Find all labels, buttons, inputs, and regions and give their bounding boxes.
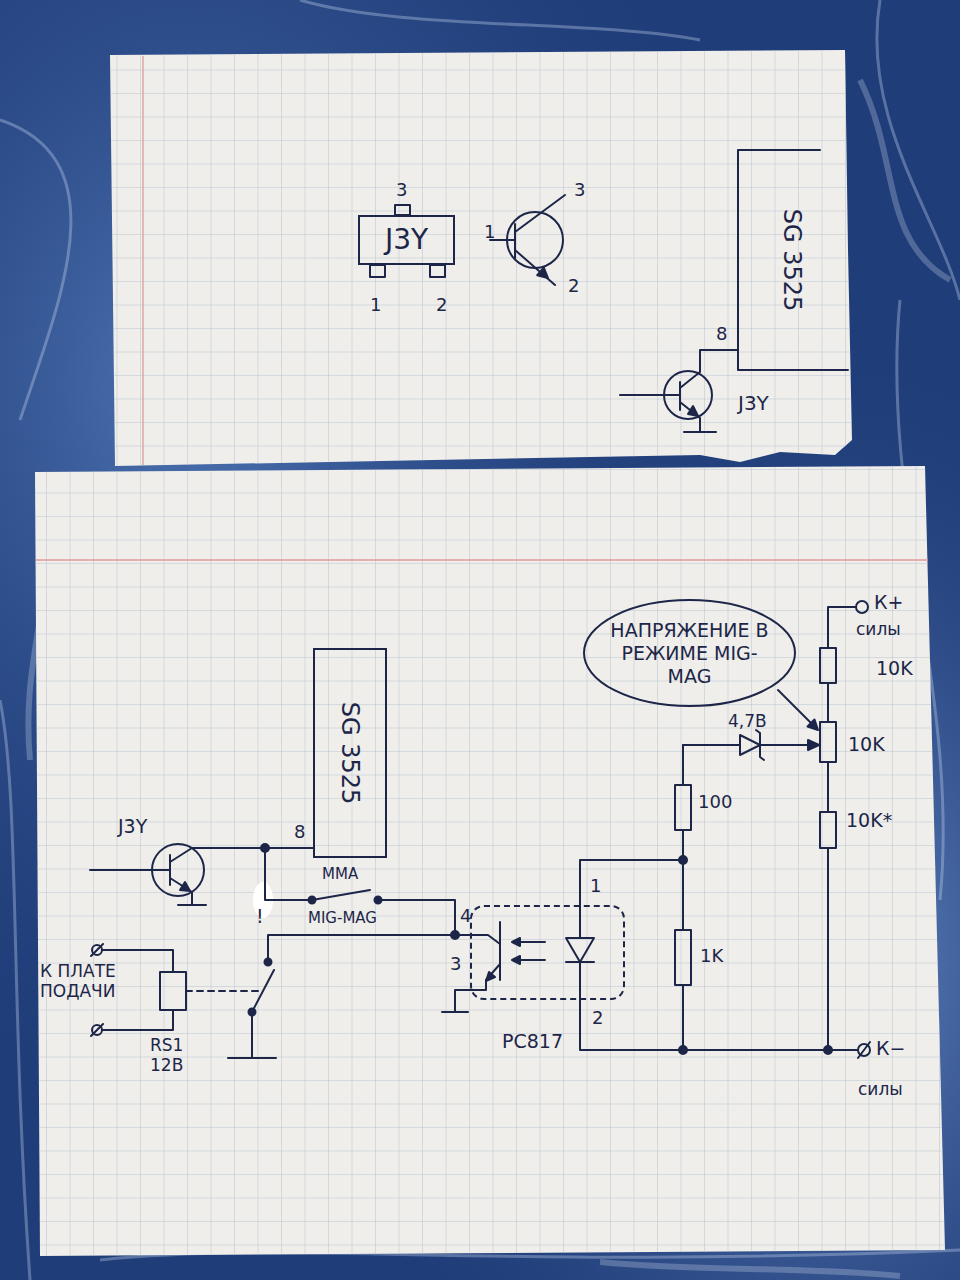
schematic-ink (512, 956, 520, 964)
component-label: RS1 12В (150, 1036, 202, 1075)
schematic-ink (688, 406, 698, 416)
paper-sheets (35, 466, 945, 1256)
node-text: НАПРЯЖЕНИЕ В РЕЖИМЕ MIG-MAG (607, 619, 772, 687)
paper-sheets (35, 50, 945, 1256)
schematic-ink (268, 935, 455, 962)
component-label: силы (858, 1080, 903, 1100)
callout-cloud: НАПРЯЖЕНИЕ В РЕЖИМЕ MIG-MAG (582, 598, 797, 708)
schematic-ink (820, 722, 836, 762)
component-label: 10K* (846, 810, 892, 832)
schematic-ink (856, 601, 868, 613)
component-label: К ПЛАТЕ ПОДАЧИ (40, 962, 132, 1001)
schematic-ink (160, 972, 186, 1010)
paper-sheets (35, 466, 945, 1256)
schematic-ink (537, 268, 548, 278)
pin-number: 2 (592, 1008, 603, 1029)
schematic-ink (486, 972, 495, 981)
schematic-ink (490, 195, 565, 285)
paper-sheets (110, 50, 852, 466)
pin-number: 2 (568, 276, 579, 297)
component-label: К− (876, 1038, 905, 1060)
component-label: MMA (322, 866, 358, 883)
schematic-ink (679, 1046, 687, 1054)
pin-number: 1 (370, 295, 381, 316)
component-label: 1K (700, 946, 723, 967)
component-label: J3Y (738, 392, 769, 415)
chip-package: J3Y (358, 215, 455, 265)
pin-number: 1 (484, 222, 495, 243)
schematic-ink (683, 730, 810, 760)
schematic-ink (580, 860, 858, 1050)
schematic-ink (261, 844, 269, 852)
schematic-ink (265, 959, 272, 966)
schematic-ink (512, 938, 520, 946)
optocoupler-box: PC817 (470, 905, 625, 1000)
schematic-ink (395, 205, 410, 215)
vertical-chip-name: SG 3525 (336, 702, 365, 805)
pin-number: 8 (294, 822, 305, 843)
component-label: 4,7В (728, 712, 767, 732)
schematic-ink (90, 848, 206, 905)
schematic-ink (808, 720, 819, 731)
schematic-ink (738, 150, 848, 370)
pin-number: 2 (436, 295, 447, 316)
node-text: J3Y (385, 223, 428, 257)
component-label: 10K (848, 734, 885, 756)
schematic-ink (228, 970, 276, 1058)
schematic-ink (186, 990, 258, 992)
component-label: 10K (876, 658, 913, 680)
pin-number: 8 (716, 324, 727, 345)
schematic-ink (820, 812, 836, 848)
pin-number: 3 (574, 180, 585, 201)
pin-number: ! (256, 906, 264, 928)
schematic-ink (808, 740, 819, 750)
schematic-ink (620, 350, 738, 432)
component-label: 100 (698, 792, 732, 813)
paper-sheets (142, 56, 144, 465)
schematic-ink (858, 1042, 870, 1058)
ic-outline: SG 3525 (742, 152, 842, 368)
schematic-ink (820, 648, 836, 683)
ic-box: SG 3525 (313, 648, 387, 858)
schematic-ink (375, 897, 382, 904)
schematic-ink (778, 690, 814, 726)
schematic-ink (824, 1046, 832, 1054)
part-name: PC817 (502, 1030, 563, 1053)
component-label: К+ (874, 592, 903, 614)
pin-number: 4 (460, 906, 471, 927)
schematic-ink (249, 1009, 256, 1016)
pin-number: 3 (450, 954, 461, 975)
schematic-ink (675, 785, 691, 830)
schematic-ink (430, 265, 445, 277)
schematic-ink (566, 905, 594, 1000)
vertical-chip-name: SG 3525 (778, 209, 807, 312)
schematic-ink (675, 930, 691, 985)
switched-wire (265, 848, 470, 935)
component-label: MIG-MAG (308, 910, 377, 927)
schematic-ink (309, 897, 316, 904)
schematic-ink (682, 745, 684, 1050)
schematic-ink (192, 847, 265, 849)
pin-number: 3 (396, 180, 407, 201)
paper-sheets (110, 50, 852, 466)
cloud-outline (584, 600, 795, 706)
schematic-ink (679, 856, 687, 864)
schematic-ink (370, 265, 385, 277)
schematic-ink (180, 882, 190, 891)
component-label: J3Y (118, 816, 147, 838)
paper-sheets (36, 559, 928, 561)
component-label: силы (856, 620, 901, 640)
pin-number: 1 (590, 876, 601, 897)
schematic-ink (90, 150, 870, 1058)
